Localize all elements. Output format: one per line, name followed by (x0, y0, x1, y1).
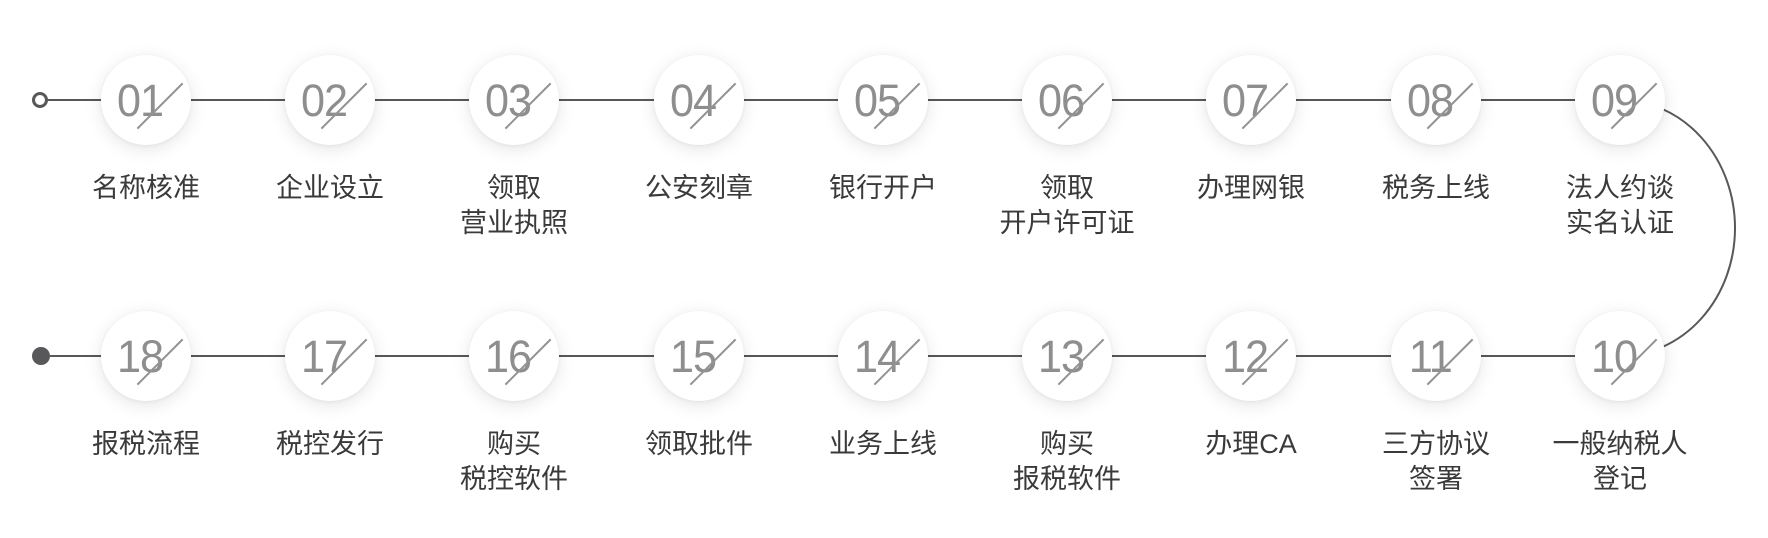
step-label: 法人约谈 实名认证 (1566, 173, 1674, 238)
step-circle: 17 (285, 311, 375, 401)
step-circle: 15 (654, 311, 744, 401)
step-05: 05 银行开户 (793, 55, 973, 206)
step-number: 11 (1408, 330, 1453, 382)
step-label: 税务上线 (1382, 173, 1490, 203)
step-09: 09 法人约谈 实名认证 (1530, 55, 1710, 241)
step-circle: 09 (1575, 55, 1665, 145)
step-circle: 18 (101, 311, 191, 401)
step-17: 17 税控发行 (240, 311, 420, 462)
step-07: 07 办理网银 (1161, 55, 1341, 206)
step-circle: 13 (1022, 311, 1112, 401)
step-circle: 08 (1391, 55, 1481, 145)
step-circle: 12 (1206, 311, 1296, 401)
step-14: 14 业务上线 (793, 311, 973, 462)
step-number: 06 (1037, 74, 1085, 126)
step-number: 12 (1221, 330, 1269, 382)
step-label: 企业设立 (276, 173, 384, 203)
step-10: 10 一般纳税人 登记 (1530, 311, 1710, 497)
step-number: 13 (1037, 330, 1085, 382)
step-label: 名称核准 (92, 173, 200, 203)
step-12: 12 办理CA (1161, 311, 1341, 462)
step-16: 16 购买 税控软件 (424, 311, 604, 497)
step-13: 13 购买 报税软件 (977, 311, 1157, 497)
step-08: 08 税务上线 (1346, 55, 1526, 206)
step-circle: 04 (654, 55, 744, 145)
step-number: 09 (1590, 74, 1638, 126)
step-number: 07 (1221, 74, 1269, 126)
step-number: 02 (300, 74, 348, 126)
step-label: 购买 税控软件 (460, 429, 568, 494)
flow-end-marker (32, 347, 50, 365)
step-04: 04 公安刻章 (609, 55, 789, 206)
step-number: 04 (669, 74, 717, 126)
step-number: 10 (1590, 330, 1638, 382)
step-number: 01 (116, 74, 164, 126)
step-number: 16 (484, 330, 532, 382)
step-circle: 11 (1391, 311, 1481, 401)
step-circle: 06 (1022, 55, 1112, 145)
step-circle: 07 (1206, 55, 1296, 145)
step-circle: 16 (469, 311, 559, 401)
step-label: 购买 报税软件 (1013, 429, 1121, 494)
right-turn-arc (1619, 99, 1736, 357)
step-15: 15 领取批件 (609, 311, 789, 462)
step-number: 08 (1406, 74, 1454, 126)
step-circle: 14 (838, 311, 928, 401)
step-18: 18 报税流程 (56, 311, 236, 462)
step-label: 税控发行 (276, 429, 384, 459)
step-label: 领取 营业执照 (460, 173, 568, 238)
step-label: 领取批件 (645, 429, 753, 459)
step-label: 银行开户 (829, 173, 937, 203)
step-number: 17 (300, 330, 348, 382)
step-number: 18 (116, 330, 164, 382)
step-label: 一般纳税人 登记 (1552, 429, 1688, 494)
step-number: 03 (484, 74, 532, 126)
step-label: 三方协议 签署 (1382, 429, 1490, 494)
step-number: 14 (853, 330, 901, 382)
step-label: 报税流程 (92, 429, 200, 459)
step-label: 领取 开户许可证 (999, 173, 1135, 238)
step-circle: 03 (469, 55, 559, 145)
step-circle: 02 (285, 55, 375, 145)
step-number: 15 (669, 330, 717, 382)
step-03: 03 领取 营业执照 (424, 55, 604, 241)
step-02: 02 企业设立 (240, 55, 420, 206)
step-label: 办理网银 (1197, 173, 1305, 203)
step-06: 06 领取 开户许可证 (977, 55, 1157, 241)
step-label: 业务上线 (829, 429, 937, 459)
step-11: 11 三方协议 签署 (1346, 311, 1526, 497)
flow-start-marker (32, 92, 48, 108)
step-circle: 10 (1575, 311, 1665, 401)
step-circle: 01 (101, 55, 191, 145)
step-circle: 05 (838, 55, 928, 145)
step-label: 公安刻章 (645, 173, 753, 203)
step-number: 05 (853, 74, 901, 126)
step-01: 01 名称核准 (56, 55, 236, 206)
step-label: 办理CA (1205, 429, 1297, 459)
